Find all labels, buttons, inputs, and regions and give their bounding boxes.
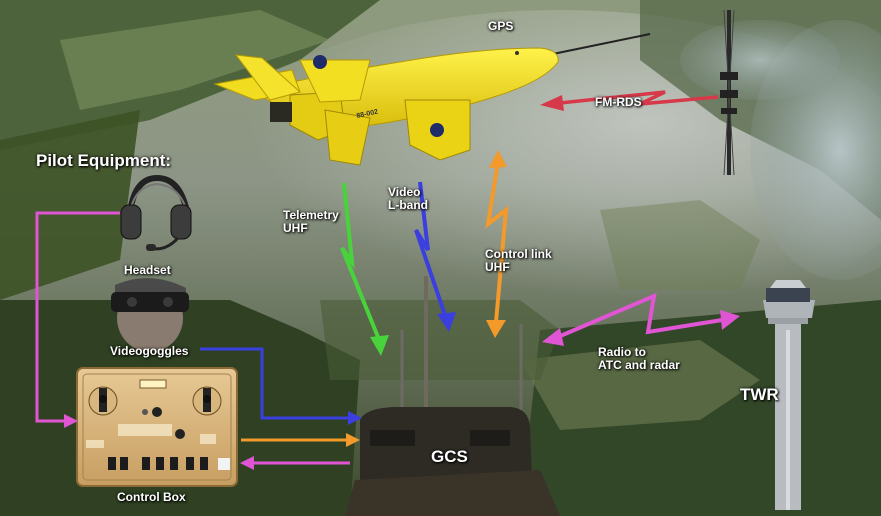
twr-label: TWR — [740, 385, 779, 404]
control-box-image — [76, 367, 238, 487]
fm-rds-mast — [720, 9, 738, 176]
control-box-label: Control Box — [117, 490, 186, 504]
control-link-arrow — [485, 150, 509, 338]
telemetry-label: Telemetry UHF — [283, 208, 339, 235]
pilot-equipment-title: Pilot Equipment: — [36, 151, 172, 170]
fm-rds-link-arrow — [540, 90, 719, 111]
headset-cable-connector — [35, 211, 120, 428]
control-box-gcs-arrow — [241, 433, 360, 447]
gcs-control-box-arrow — [240, 456, 350, 470]
gcs-label: GCS — [431, 447, 468, 466]
video-cable-connector — [200, 347, 362, 425]
headset-label: Headset — [124, 263, 171, 277]
radio-atc-label: Radio to ATC and radar — [598, 345, 680, 372]
headset-image — [120, 174, 192, 251]
atc-radio-link-arrow — [542, 292, 740, 346]
control-link-label: Control link UHF — [485, 247, 552, 274]
control-tower — [763, 280, 815, 510]
gps-label: GPS — [488, 19, 514, 33]
aircraft-tail-code: 88-002 — [356, 109, 379, 120]
videogoggles-label: Videogoggles — [110, 344, 189, 358]
videogoggles-image — [111, 278, 189, 352]
gcs-vehicle — [345, 276, 560, 516]
video-link-arrow — [414, 181, 456, 332]
uav-aircraft: 88-002 — [213, 33, 651, 166]
telemetry-link-arrow — [340, 182, 389, 356]
fm-rds-label: FM-RDS — [595, 95, 642, 109]
video-label: Video L-band — [388, 185, 428, 212]
